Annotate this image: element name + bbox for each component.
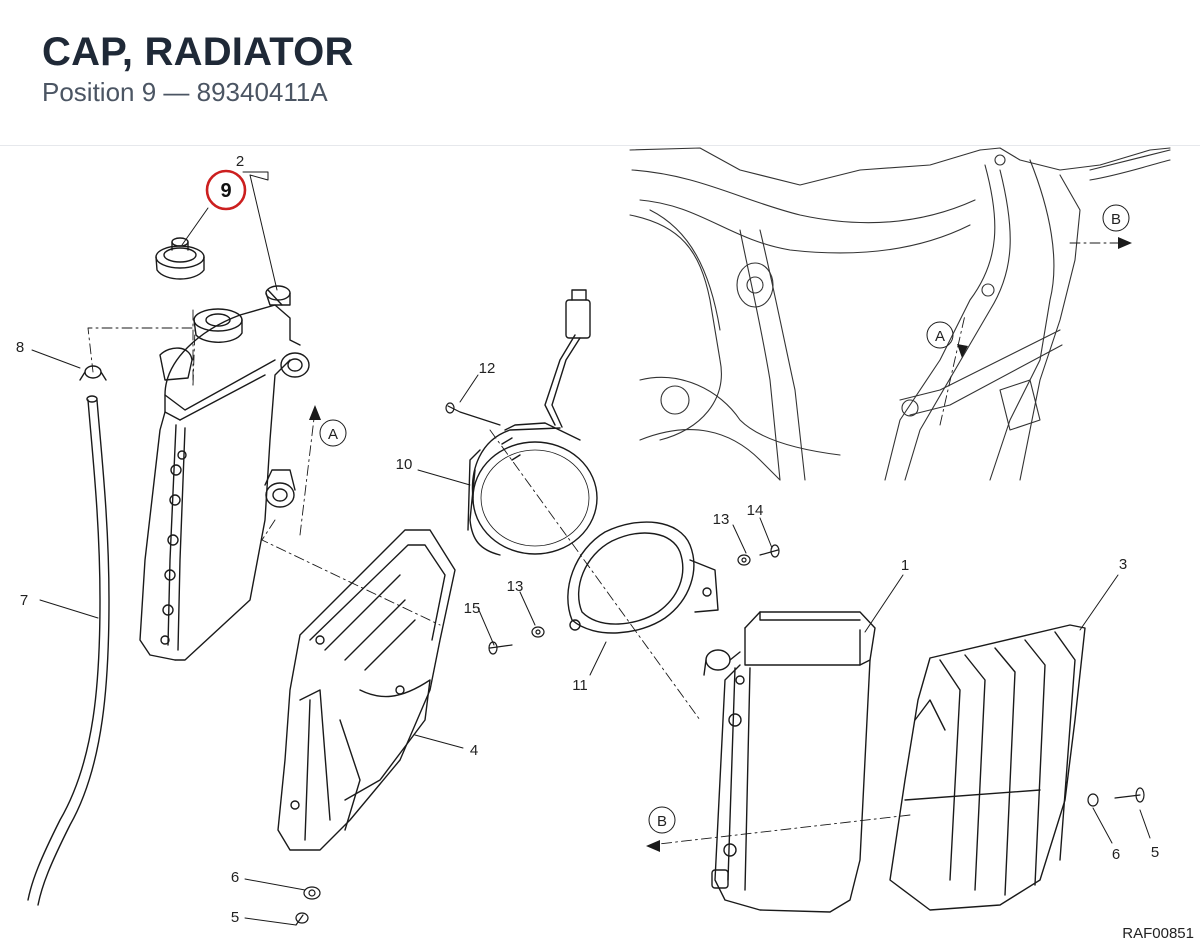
- callout-5-right: 5: [1151, 844, 1159, 861]
- radiator-cap: [155, 237, 205, 280]
- hose-clamp: [79, 365, 107, 381]
- radiator-guard: [889, 624, 1086, 911]
- view-marker-b-inset: B: [1111, 211, 1121, 228]
- callout-1: 1: [901, 557, 909, 574]
- callout-6-left: 6: [231, 869, 239, 886]
- callout-4: 4: [470, 742, 478, 759]
- fan-ring: [567, 521, 719, 634]
- callout-3: 3: [1119, 556, 1127, 573]
- arrows: [309, 237, 1132, 852]
- callout-5-left: 5: [231, 909, 239, 926]
- frame-inset: [629, 147, 1171, 481]
- radiator: [703, 611, 876, 913]
- drawing-code: RAF00851: [1122, 925, 1194, 942]
- callout-13-upper: 13: [713, 511, 730, 528]
- hardware: [295, 402, 1145, 926]
- highlight-ring: [205, 169, 247, 211]
- cooling-fan: [467, 289, 598, 556]
- callout-10: 10: [396, 456, 413, 473]
- highlight-label: 9: [220, 180, 231, 202]
- page-subtitle: Position 9 — 89340411A: [42, 77, 328, 107]
- view-marker-b-bottom: B: [657, 813, 667, 830]
- callout-12: 12: [479, 360, 496, 377]
- callout-14: 14: [747, 502, 764, 519]
- callout-7: 7: [20, 592, 28, 609]
- view-marker-circles: [319, 204, 1130, 834]
- coolant-hose: [27, 395, 110, 906]
- leader-lines: [31, 171, 1151, 926]
- callout-15: 15: [464, 600, 481, 617]
- assembly-lines: [87, 242, 1131, 846]
- callout-8: 8: [16, 339, 24, 356]
- radiator-shroud: [277, 529, 456, 851]
- callout-labels: 2 8 7 12 10 13 14 13 15 11 1 3 4 6 5 6 5: [16, 153, 1159, 926]
- header: CAP, RADIATOR Position 9 — 89340411A: [0, 0, 1200, 146]
- view-marker-a-left: A: [328, 426, 338, 443]
- callout-6-right: 6: [1112, 846, 1120, 863]
- callout-2: 2: [236, 153, 244, 170]
- callout-11: 11: [572, 677, 588, 694]
- callout-13-lower: 13: [507, 578, 524, 595]
- view-marker-a-inset: A: [935, 328, 945, 345]
- page-title: CAP, RADIATOR: [42, 30, 354, 74]
- view-marker-letters: A A B B: [328, 211, 1121, 830]
- expansion-tank: [139, 285, 310, 661]
